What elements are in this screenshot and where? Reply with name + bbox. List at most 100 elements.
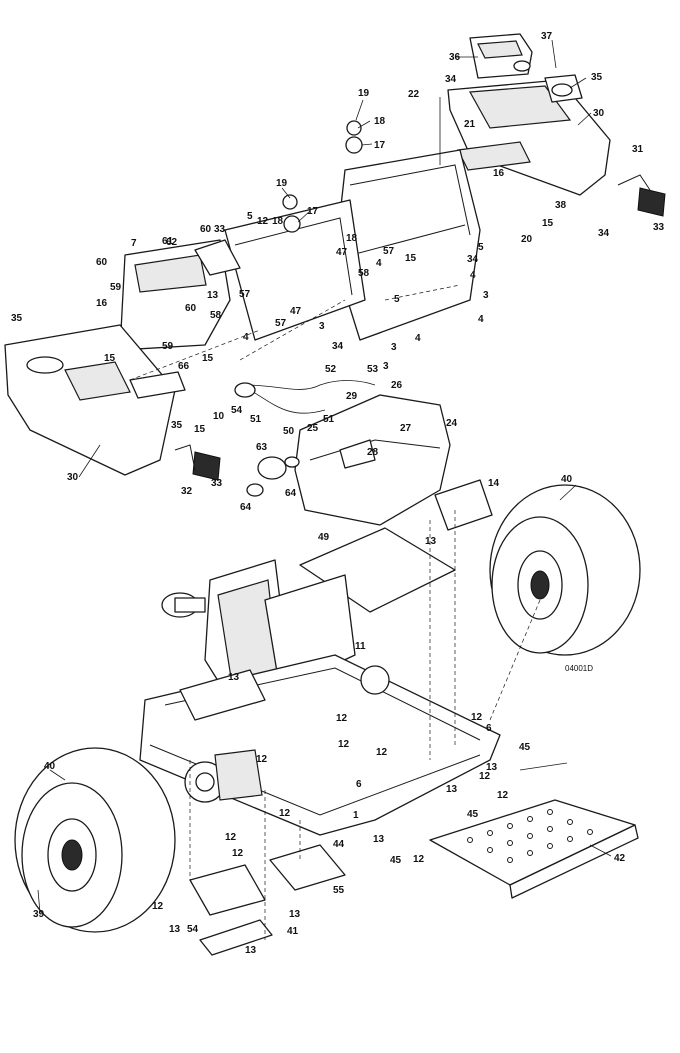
callout: 1 [353,810,359,821]
callout: 12 [479,771,491,782]
callout: 12 [497,790,509,801]
callout: 34 [467,254,479,265]
callout: 58 [210,310,222,321]
callout: 14 [488,478,500,489]
callout: 12 [279,808,291,819]
callout: 47 [336,247,348,258]
callout: 5 [478,242,484,253]
callout: 60 [200,224,212,235]
callout: 13 [169,924,181,935]
alignment-lines [129,284,541,940]
callout: 13 [425,536,437,547]
callout: 4 [243,332,249,343]
callout: 12 [225,832,237,843]
callout: 17 [307,206,319,217]
callout: 5 [394,294,400,305]
callout: 3 [391,342,397,353]
callout: 49 [318,532,330,543]
callout: 18 [346,233,358,244]
callout: 15 [405,253,417,264]
transaxle-left [184,749,263,803]
callout: 15 [194,424,206,435]
callout: 12 [413,854,425,865]
callout: 19 [358,88,370,99]
callout: 57 [275,318,287,329]
callout: 35 [171,420,183,431]
callout: 12 [232,848,244,859]
callout: 35 [11,313,23,324]
callout: 64 [240,502,252,513]
callout: 40 [561,474,573,485]
callout: 59 [110,282,122,293]
callout: 15 [202,353,214,364]
callout: 28 [367,447,379,458]
callout: 34 [445,74,457,85]
callout: 42 [614,853,626,864]
callout: 12 [471,712,483,723]
callout: 37 [541,31,553,42]
callout: 59 [162,341,174,352]
callout: 57 [239,289,251,300]
callout: 34 [598,228,610,239]
callout: 20 [521,234,533,245]
chassis-frame [139,654,501,836]
callout: 13 [446,784,458,795]
callout: 6 [486,723,492,734]
callout: 4 [415,333,421,344]
callout: 13 [207,290,219,301]
callout: 60 [96,257,108,268]
callout: 4 [470,270,476,281]
left-console-assembly [4,239,241,476]
callout: 4 [376,258,382,269]
callout: 60 [185,303,197,314]
callout: 61 [162,236,174,247]
callout: 12 [256,754,268,765]
callout: 30 [593,108,605,119]
callout: 51 [323,414,335,425]
callout: 40 [44,761,56,772]
callout: 12 [257,216,269,227]
bracket-13 [434,479,493,531]
callout: 21 [464,119,476,130]
callout: 66 [178,361,190,372]
callout: 52 [325,364,337,375]
callout: 12 [336,713,348,724]
callout: 27 [400,423,412,434]
callout: 12 [376,747,388,758]
callout: 53 [367,364,379,375]
callout: 32 [181,486,193,497]
callout: 29 [346,391,358,402]
grille-right [617,174,666,217]
callout: 39 [33,909,45,920]
callout: 18 [272,216,284,227]
callout: 33 [653,222,665,233]
callout: 38 [555,200,567,211]
callout: 50 [283,426,295,437]
callout: 13 [486,762,498,773]
callout: 12 [152,901,164,912]
callout: 62 [166,237,178,248]
rear-wheel-right [489,484,641,656]
callout: 54 [187,924,199,935]
callout: 64 [285,488,297,499]
callout: 33 [211,478,223,489]
callout: 57 [383,246,395,257]
callout: 13 [245,945,257,956]
rear-wheel-left [14,747,176,933]
callout: 15 [542,218,554,229]
callout: 15 [104,353,116,364]
callout: 34 [332,341,344,352]
footrest-42 [429,799,639,899]
callout: 16 [493,168,505,179]
callout: 58 [358,268,370,279]
callout: 51 [250,414,262,425]
callout: 6 [356,779,362,790]
callout: 24 [446,418,458,429]
callout: 5 [247,211,253,222]
callout: 47 [290,306,302,317]
drawing-number: 04001D [565,664,593,673]
callout: 13 [373,834,385,845]
callout: 25 [307,423,319,434]
lower-brackets [189,844,346,956]
